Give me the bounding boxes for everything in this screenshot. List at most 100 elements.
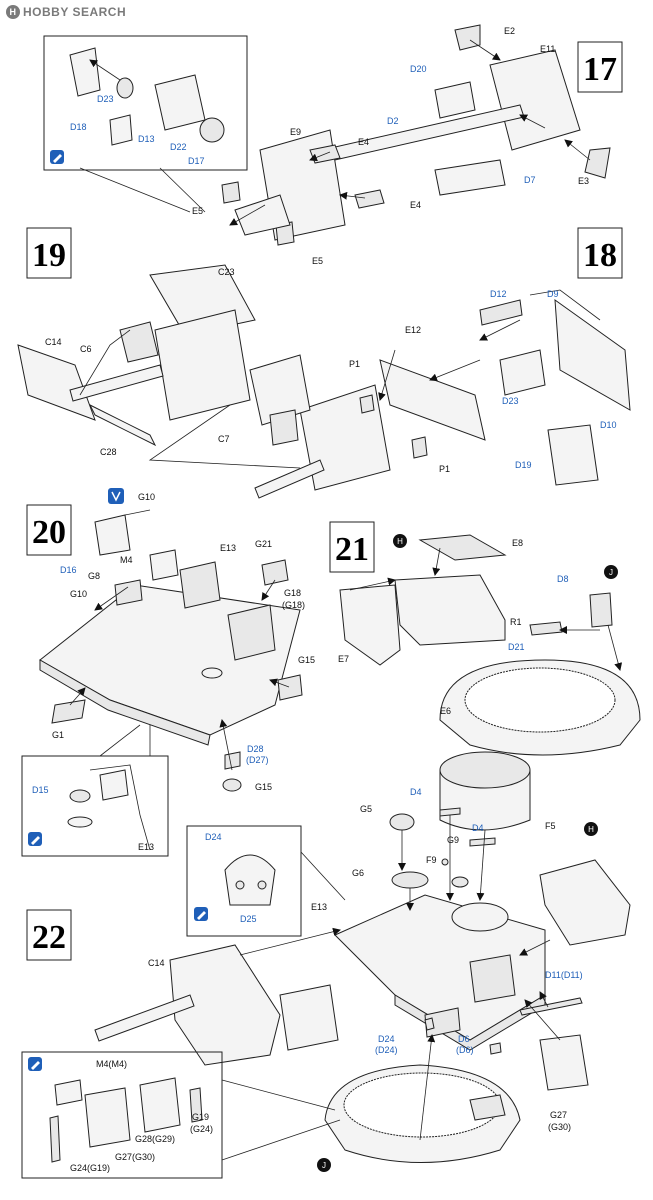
part-d23 [499, 349, 546, 396]
part-g27-inset [84, 1087, 131, 1148]
label-g10-top: G10 [138, 492, 155, 502]
part-g6 [391, 871, 429, 889]
part-d4-lower [469, 837, 496, 847]
cement-brush-icon [50, 150, 64, 164]
label-c6: C6 [80, 344, 92, 354]
part-gun-breech [234, 194, 291, 236]
part-d17 [199, 117, 225, 143]
label-d28: D28 [247, 744, 264, 754]
step-22: 22 H J [21, 751, 631, 1179]
label-c23: C23 [218, 267, 235, 277]
step-17-inset-frame [43, 35, 248, 171]
label-c14-22: C14 [148, 958, 165, 968]
label-d24: D24 [378, 1034, 395, 1044]
part-h-subassembly [539, 859, 631, 946]
label-g27-inset: G27(G30) [115, 1152, 155, 1162]
part-d24-d25-inset [224, 854, 276, 906]
label-g9: G9 [447, 835, 459, 845]
label-d4-top: D4 [410, 787, 422, 797]
part-p1-bottom [411, 436, 428, 459]
part-d23-inset [69, 47, 101, 97]
part-e4-bottom [354, 189, 385, 209]
part-d18 [109, 114, 133, 146]
label-c7: C7 [218, 434, 230, 444]
label-p1-top: P1 [349, 359, 360, 369]
part-e11 [489, 49, 581, 151]
label-g19-inset: G19 [192, 1112, 209, 1122]
label-d11: D11(D11) [545, 970, 583, 980]
label-c28: C28 [100, 447, 117, 457]
step-20-inset-frame [21, 755, 169, 857]
label-e12: E12 [405, 325, 421, 335]
marker-h-22: H [584, 822, 598, 836]
part-d8 [589, 592, 613, 628]
step-20-number: 20 [32, 514, 66, 551]
part-hatch-frame [179, 561, 221, 609]
step-20: 20 G10 [21, 488, 315, 857]
label-e5-bottom: E5 [312, 256, 323, 266]
part-c14-22 [169, 944, 281, 1066]
svg-text:H: H [397, 537, 403, 546]
step-18-number: 18 [583, 237, 617, 274]
part-g15-lower [222, 778, 242, 792]
part-g15-upper [277, 674, 303, 701]
part-barrel-22 [94, 994, 195, 1042]
marker-j-21: J [604, 565, 618, 579]
step-20-number-box [26, 504, 72, 556]
label-d18: D18 [70, 122, 87, 132]
part-g28-inset [139, 1077, 181, 1133]
label-d10: D10 [600, 420, 617, 430]
part-d4-top [439, 807, 461, 817]
part-d22 [154, 74, 206, 131]
part-barrel-19 [69, 364, 164, 402]
cement-brush-icon [194, 907, 208, 921]
part-g1 [51, 699, 86, 724]
label-d21: D21 [508, 642, 525, 652]
label-f5: F5 [545, 821, 556, 831]
part-d6 [489, 1042, 502, 1055]
part-d15 [69, 789, 91, 803]
step-22-number: 22 [32, 919, 66, 956]
step-18-number-box [577, 227, 623, 279]
label-d17: D17 [188, 156, 205, 166]
label-d20: D20 [410, 64, 427, 74]
part-g27 [539, 1034, 589, 1091]
label-g1: G1 [52, 730, 64, 740]
part-e3 [584, 147, 611, 179]
part-e5-left [221, 181, 241, 204]
label-d24-inset: D24 [205, 832, 222, 842]
part-p1-top [359, 394, 375, 414]
tweezers-icon [108, 488, 124, 504]
label-e11: E11 [540, 44, 555, 54]
part-d20 [434, 81, 476, 119]
label-g24-alt-inset: (G24) [190, 1124, 213, 1134]
part-e7 [339, 584, 401, 666]
part-d7 [434, 159, 506, 196]
label-r1: R1 [510, 617, 522, 627]
label-e13-22: E13 [311, 902, 327, 912]
part-d10 [554, 298, 631, 411]
svg-text:H: H [588, 825, 594, 834]
step-17: 17 E2 E11 D [43, 24, 623, 266]
step-22-number-box [26, 909, 72, 961]
part-d11 [519, 997, 583, 1016]
label-d8: D8 [557, 574, 569, 584]
part-d19 [547, 424, 599, 486]
label-g10-bottom: G10 [70, 589, 87, 599]
step-21-number: 21 [335, 531, 369, 568]
step-22-inset-b-frame [21, 1051, 223, 1179]
part-c6 [119, 321, 159, 363]
label-g6: G6 [352, 868, 364, 878]
step-17-number: 17 [583, 51, 617, 88]
part-r1-turret-top [394, 574, 506, 646]
label-g5: G5 [360, 804, 372, 814]
part-d16 [94, 514, 131, 556]
label-d23: D23 [502, 396, 519, 406]
label-d12: D12 [490, 289, 507, 299]
part-f9 [441, 858, 449, 866]
part-g9 [451, 876, 469, 888]
label-d2: D2 [387, 116, 399, 126]
step-18: 18 D12 D9 E12 P1 D23 D10 D19 P1 [254, 227, 631, 499]
